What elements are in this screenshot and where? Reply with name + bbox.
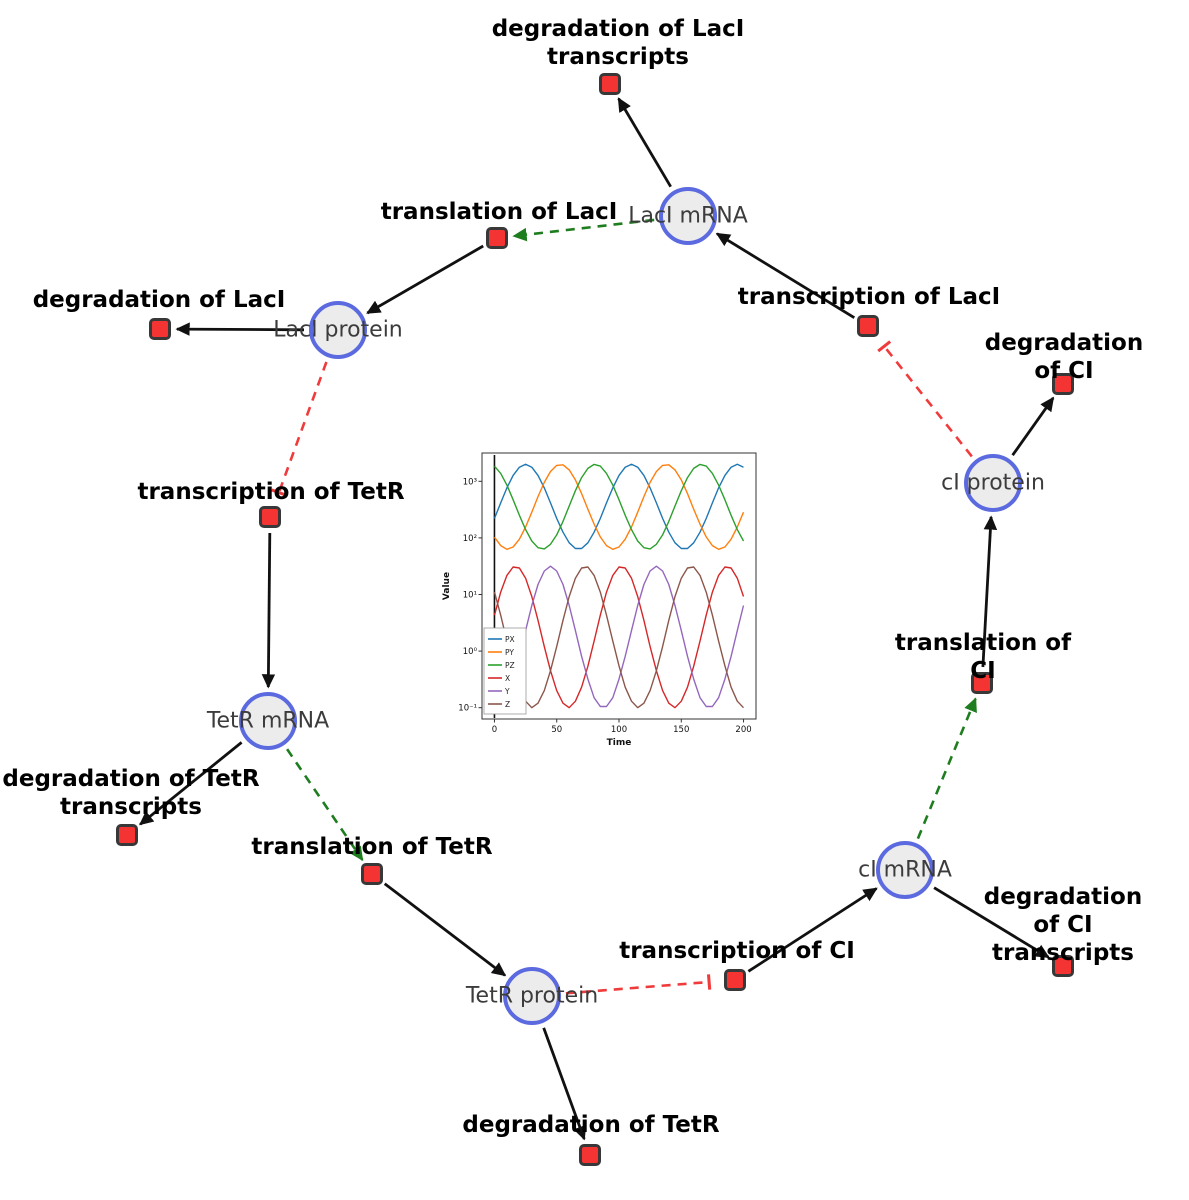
chart-axes: 0 50 100 150 200 10⁻¹ 10⁰ 10¹ 10² 10³ Time Value — [442, 452, 757, 748]
edge-transc_tetR-to-tetR_mRNA-produce — [261, 532, 276, 689]
reaction-label-deg-tetr: degradation of TetR — [462, 1111, 720, 1138]
edge-lacI_mRNA-to-transl_lacI-stimulate — [512, 218, 655, 242]
svg-text:10²: 10² — [463, 534, 477, 544]
reaction-node-translation-ci — [971, 672, 993, 694]
svg-text:10³: 10³ — [463, 477, 477, 487]
reaction-node-deg-ci-transcripts — [1052, 955, 1074, 977]
reaction-node-transcription-tetr — [259, 506, 281, 528]
edge-tetR_protein-to-transc_cI-inhibit — [565, 974, 712, 995]
species-node-ci-protein — [964, 454, 1022, 512]
species-node-tetr-mrna — [239, 692, 297, 750]
svg-text:10⁰: 10⁰ — [463, 647, 478, 657]
edge-transc_lacI-to-lacI_mRNA-produce — [715, 232, 856, 319]
reaction-label-translation-laci: translation of LacI — [380, 198, 618, 225]
edge-transl_tetR-to-tetR_protein-produce — [383, 882, 507, 977]
edge-transc_cI-to-cI_mRNA-produce — [747, 887, 878, 973]
svg-text:150: 150 — [673, 725, 689, 735]
species-label-laci-mrna: LacI mRNA — [628, 203, 748, 229]
svg-text:50: 50 — [551, 725, 562, 735]
reaction-label-deg-laci-transcripts: degradation of LacI transcripts — [491, 15, 745, 70]
species-node-laci-protein — [309, 301, 367, 359]
edge-transl_cI-to-cI_protein-produce — [981, 515, 998, 668]
svg-text:PY: PY — [505, 648, 514, 657]
svg-text:100: 100 — [611, 725, 627, 735]
series-PZ — [493, 463, 745, 550]
reaction-node-deg-laci — [149, 318, 171, 340]
species-node-tetr-protein — [503, 967, 561, 1025]
series-Z — [493, 566, 745, 709]
reaction-label-translation-ci: translation of CI — [894, 629, 1072, 684]
edge-lacI_protein-to-transc_tetR-inhibit — [271, 361, 328, 497]
edge-cI_mRNA-to-deg_cI_tx-consume — [933, 886, 1050, 959]
reaction-node-deg-tetr — [579, 1144, 601, 1166]
species-label-tetr-mrna: TetR mRNA — [206, 708, 330, 734]
chart-legend: PX PY PZ XYZ — [483, 627, 527, 715]
svg-text:10¹: 10¹ — [463, 590, 477, 600]
reaction-node-transcription-laci — [857, 315, 879, 337]
svg-text:X: X — [505, 674, 510, 683]
reaction-label-deg-laci: degradation of LacI — [32, 286, 286, 313]
svg-text:Y: Y — [504, 687, 510, 696]
svg-text:Time: Time — [607, 738, 632, 748]
edge-tetR_mRNA-to-deg_tetR_tx-consume — [139, 741, 243, 826]
svg-text:PZ: PZ — [505, 661, 515, 670]
svg-text:PX: PX — [505, 635, 515, 644]
reaction-node-transcription-ci — [724, 969, 746, 991]
series-Y — [494, 565, 745, 708]
reaction-node-translation-laci — [486, 227, 508, 249]
edge-cI_mRNA-to-transl_cI-stimulate — [916, 697, 977, 840]
edge-lacI_mRNA-to-deg_lacI_tx-consume — [617, 97, 672, 188]
series-X — [493, 566, 745, 709]
svg-text:200: 200 — [735, 725, 751, 735]
species-node-ci-mrna — [876, 841, 934, 899]
edge-cI_protein-to-transc_lacI-inhibit — [877, 340, 973, 458]
reaction-node-translation-tetr — [361, 863, 383, 885]
edge-tetR_mRNA-to-transl_tetR-stimulate — [286, 748, 364, 862]
series-PY — [493, 464, 745, 551]
edge-lacI_protein-to-deg_lacI-consume — [175, 322, 305, 336]
svg-text:Z: Z — [505, 700, 510, 709]
edge-transl_lacI-to-lacI_protein-produce — [366, 244, 484, 315]
reaction-label-deg-ci: degradation of CI — [984, 329, 1144, 384]
reaction-node-deg-ci — [1052, 373, 1074, 395]
edge-cI_protein-to-deg_cI-consume — [1011, 396, 1055, 457]
species-label-tetr-protein: TetR protein — [465, 983, 599, 1009]
reaction-label-transcription-laci: transcription of LacI — [737, 283, 1001, 310]
reaction-label-transcription-ci: transcription of CI — [619, 937, 855, 964]
species-label-ci-mrna: cI mRNA — [858, 857, 952, 883]
reaction-label-deg-tetr-transcripts: degradation of TetR transcripts — [2, 765, 260, 820]
species-label-laci-protein: LacI protein — [273, 317, 403, 343]
reaction-node-deg-tetr-transcripts — [116, 824, 138, 846]
svg-text:10⁻¹: 10⁻¹ — [458, 704, 477, 714]
reaction-node-deg-laci-transcripts — [599, 73, 621, 95]
reaction-label-deg-ci-transcripts: degradation of CI transcripts — [983, 883, 1143, 967]
reaction-label-transcription-tetr: transcription of TetR — [137, 478, 405, 505]
svg-text:0: 0 — [492, 725, 497, 735]
reaction-label-translation-tetr: translation of TetR — [251, 833, 493, 860]
species-label-ci-protein: cI protein — [941, 470, 1045, 496]
svg-text:Value: Value — [442, 572, 452, 600]
species-node-laci-mrna — [659, 187, 717, 245]
edge-tetR_protein-to-deg_tetR-consume — [542, 1027, 587, 1141]
